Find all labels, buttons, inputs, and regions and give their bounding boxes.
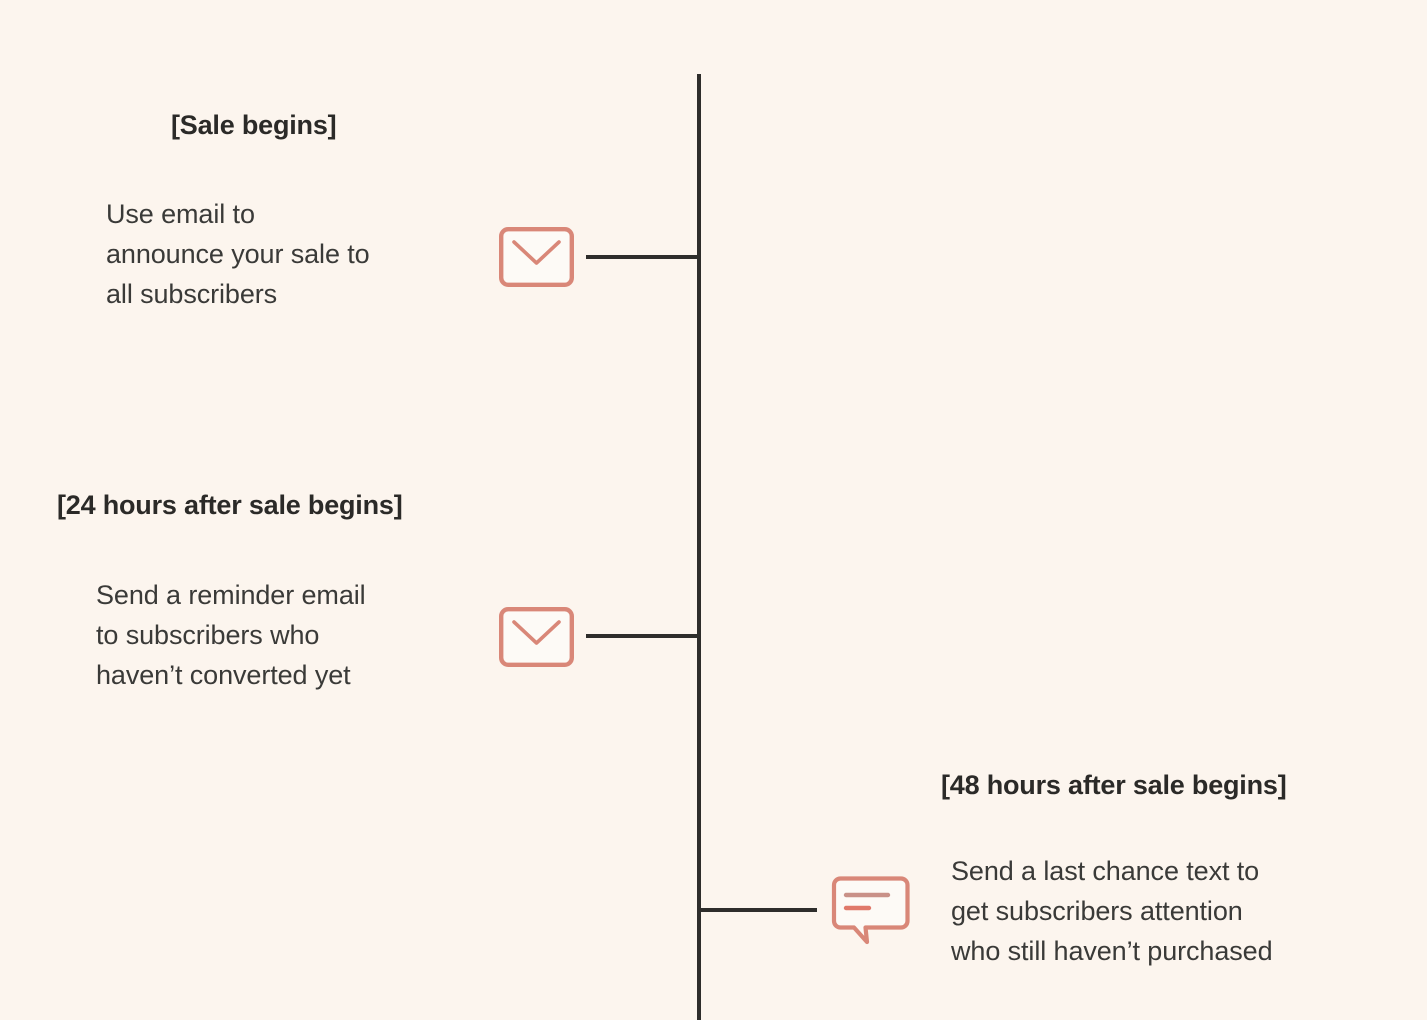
connector-line-event-3 [699,908,817,912]
connector-line-event-1 [586,255,701,259]
event-header-24-hours-after: [24 hours after sale begins] [57,490,403,520]
event-body-48-hours-after: Send a last chance text to get subscribe… [951,856,1273,966]
event-header-sale-begins: [Sale begins] [171,110,337,140]
event-body-24-hours-after: Send a reminder email to subscribers who… [96,580,366,690]
message-bubble-icon [831,872,911,950]
envelope-icon [499,227,574,287]
event-body-sale-begins: Use email to announce your sale to all s… [106,199,370,309]
timeline-axis [697,74,701,1020]
connector-line-event-2 [586,634,701,638]
event-header-48-hours-after: [48 hours after sale begins] [941,770,1287,800]
envelope-icon [499,607,574,667]
